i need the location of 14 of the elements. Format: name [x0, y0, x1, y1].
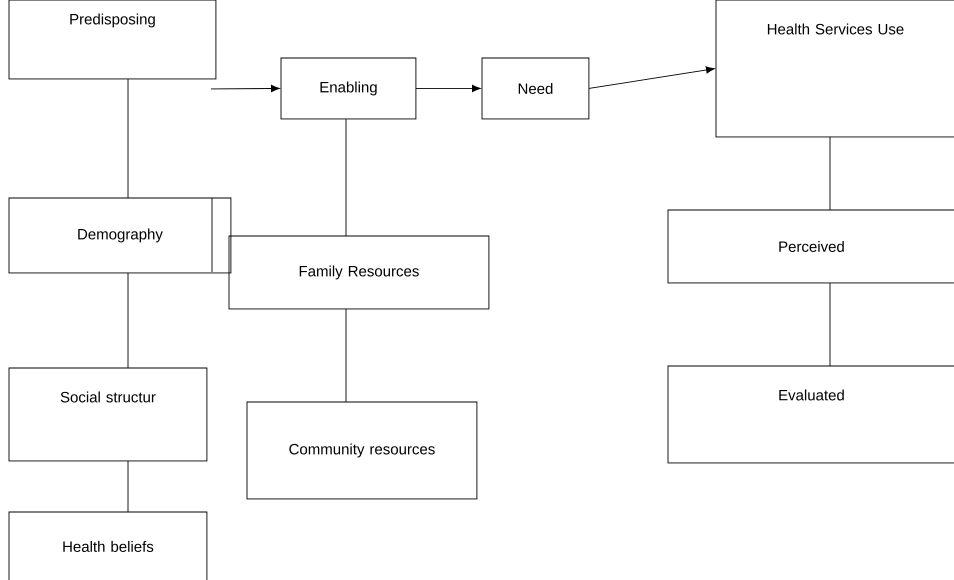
process-box: Need	[482, 58, 590, 120]
process-box: Community resources	[246, 402, 478, 500]
process-box: Family Resources	[228, 236, 490, 310]
arrow	[210, 84, 280, 92]
arrow	[588, 66, 715, 89]
process-box: Evaluated	[668, 366, 954, 464]
process-box: Predisposing	[8, 0, 216, 80]
process-box: Social structur	[8, 368, 208, 462]
process-box: Demography	[8, 198, 232, 274]
arrow	[415, 84, 481, 92]
process-box: Health beliefs	[8, 512, 208, 580]
process-box: Enabling	[280, 58, 416, 120]
process-box: Health Services Use	[716, 0, 954, 138]
process-box: Perceived	[668, 210, 954, 284]
